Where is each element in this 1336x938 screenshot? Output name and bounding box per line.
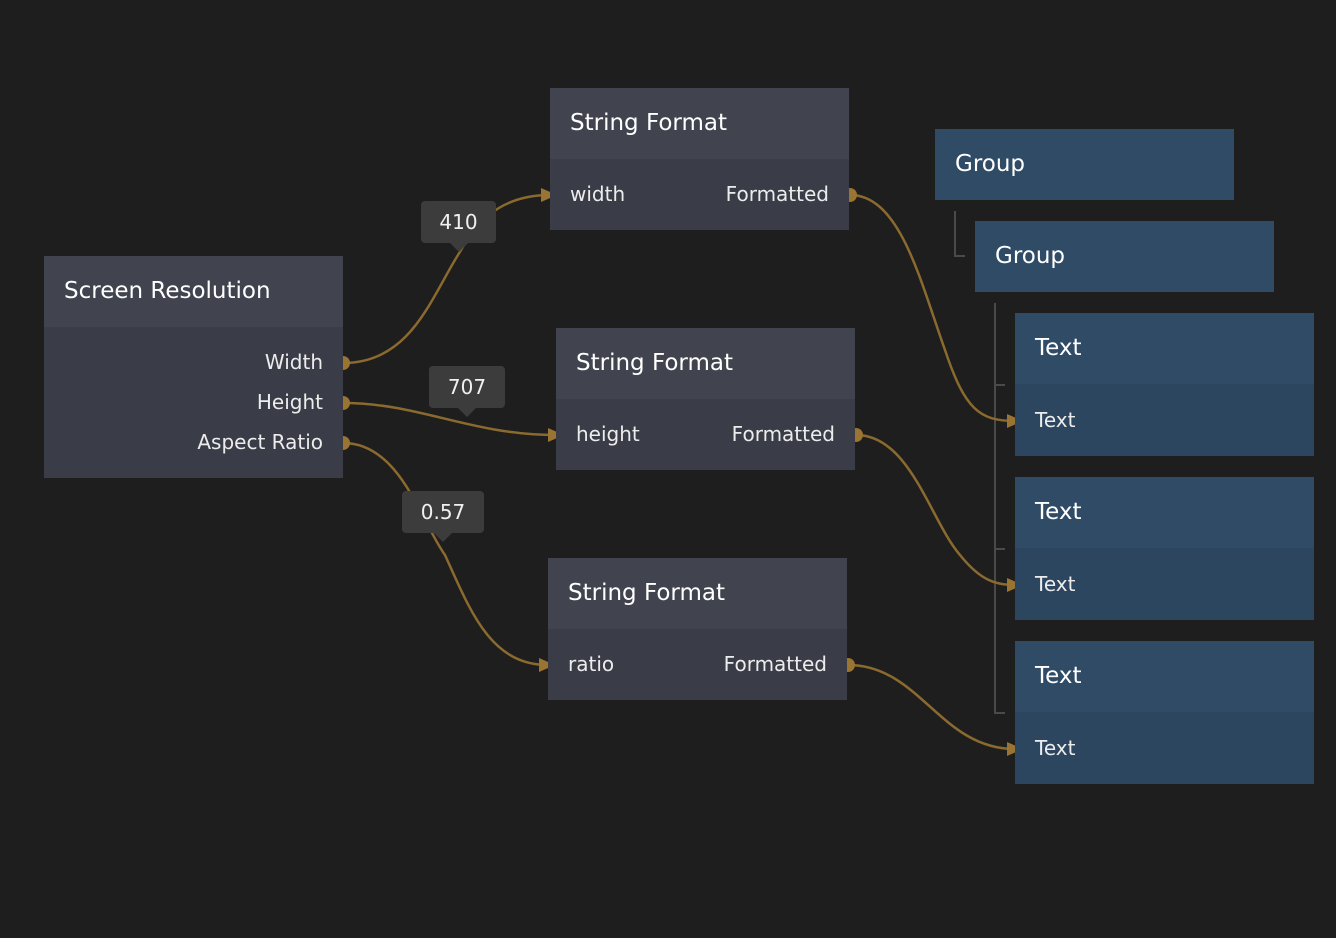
node-body [1015,712,1314,784]
string-format-node[interactable]: String Format height Formatted [556,328,855,470]
port-text-input[interactable]: Text [1035,408,1076,432]
group-node-inner[interactable]: Group [975,221,1274,292]
value-tooltip-height: 707 [429,366,505,417]
node-title: Group [995,243,1066,269]
port-formatted-output[interactable]: Formatted [725,182,829,206]
wire-formatted-2 [855,433,1016,587]
node-title: Group [955,151,1026,177]
value-tooltip-width: 410 [421,201,496,252]
node-title: String Format [548,558,847,629]
tree-line-texts [994,303,1005,714]
wire-formatted-3 [847,663,1016,751]
node-title: Text [1035,663,1082,689]
screen-resolution-node[interactable]: Screen Resolution Width Height Aspect Ra… [44,256,343,478]
node-body [1015,384,1314,456]
string-format-node[interactable]: String Format ratio Formatted [548,558,847,700]
node-title: Text [1035,335,1082,361]
value-tooltip-aspect-ratio: 0.57 [402,491,484,542]
node-title: String Format [556,328,855,399]
tooltip-value: 410 [439,210,478,234]
text-node[interactable]: Text Text [1015,477,1314,620]
group-node-outer[interactable]: Group [935,129,1234,200]
tooltip-value: 0.57 [420,500,466,524]
port-formatted-output[interactable]: Formatted [723,652,827,676]
port-formatted-output[interactable]: Formatted [731,422,835,446]
node-body [1015,548,1314,620]
text-node[interactable]: Text Text [1015,313,1314,456]
port-width-input[interactable]: width [570,182,626,206]
port-aspect-ratio-output[interactable]: Aspect Ratio [197,430,323,454]
port-text-input[interactable]: Text [1035,736,1076,760]
node-title: String Format [550,88,849,159]
port-height-input[interactable]: height [576,422,640,446]
port-width-output[interactable]: Width [264,350,323,374]
string-format-node[interactable]: String Format width Formatted [550,88,849,230]
port-text-input[interactable]: Text [1035,572,1076,596]
port-ratio-input[interactable]: ratio [568,652,615,676]
node-title: Screen Resolution [44,256,343,327]
node-title: Text [1035,499,1082,525]
port-height-output[interactable]: Height [256,390,323,414]
text-node[interactable]: Text Text [1015,641,1314,784]
tree-line-group [954,211,965,257]
tooltip-value: 707 [447,375,487,399]
wire-ratio [342,441,549,667]
